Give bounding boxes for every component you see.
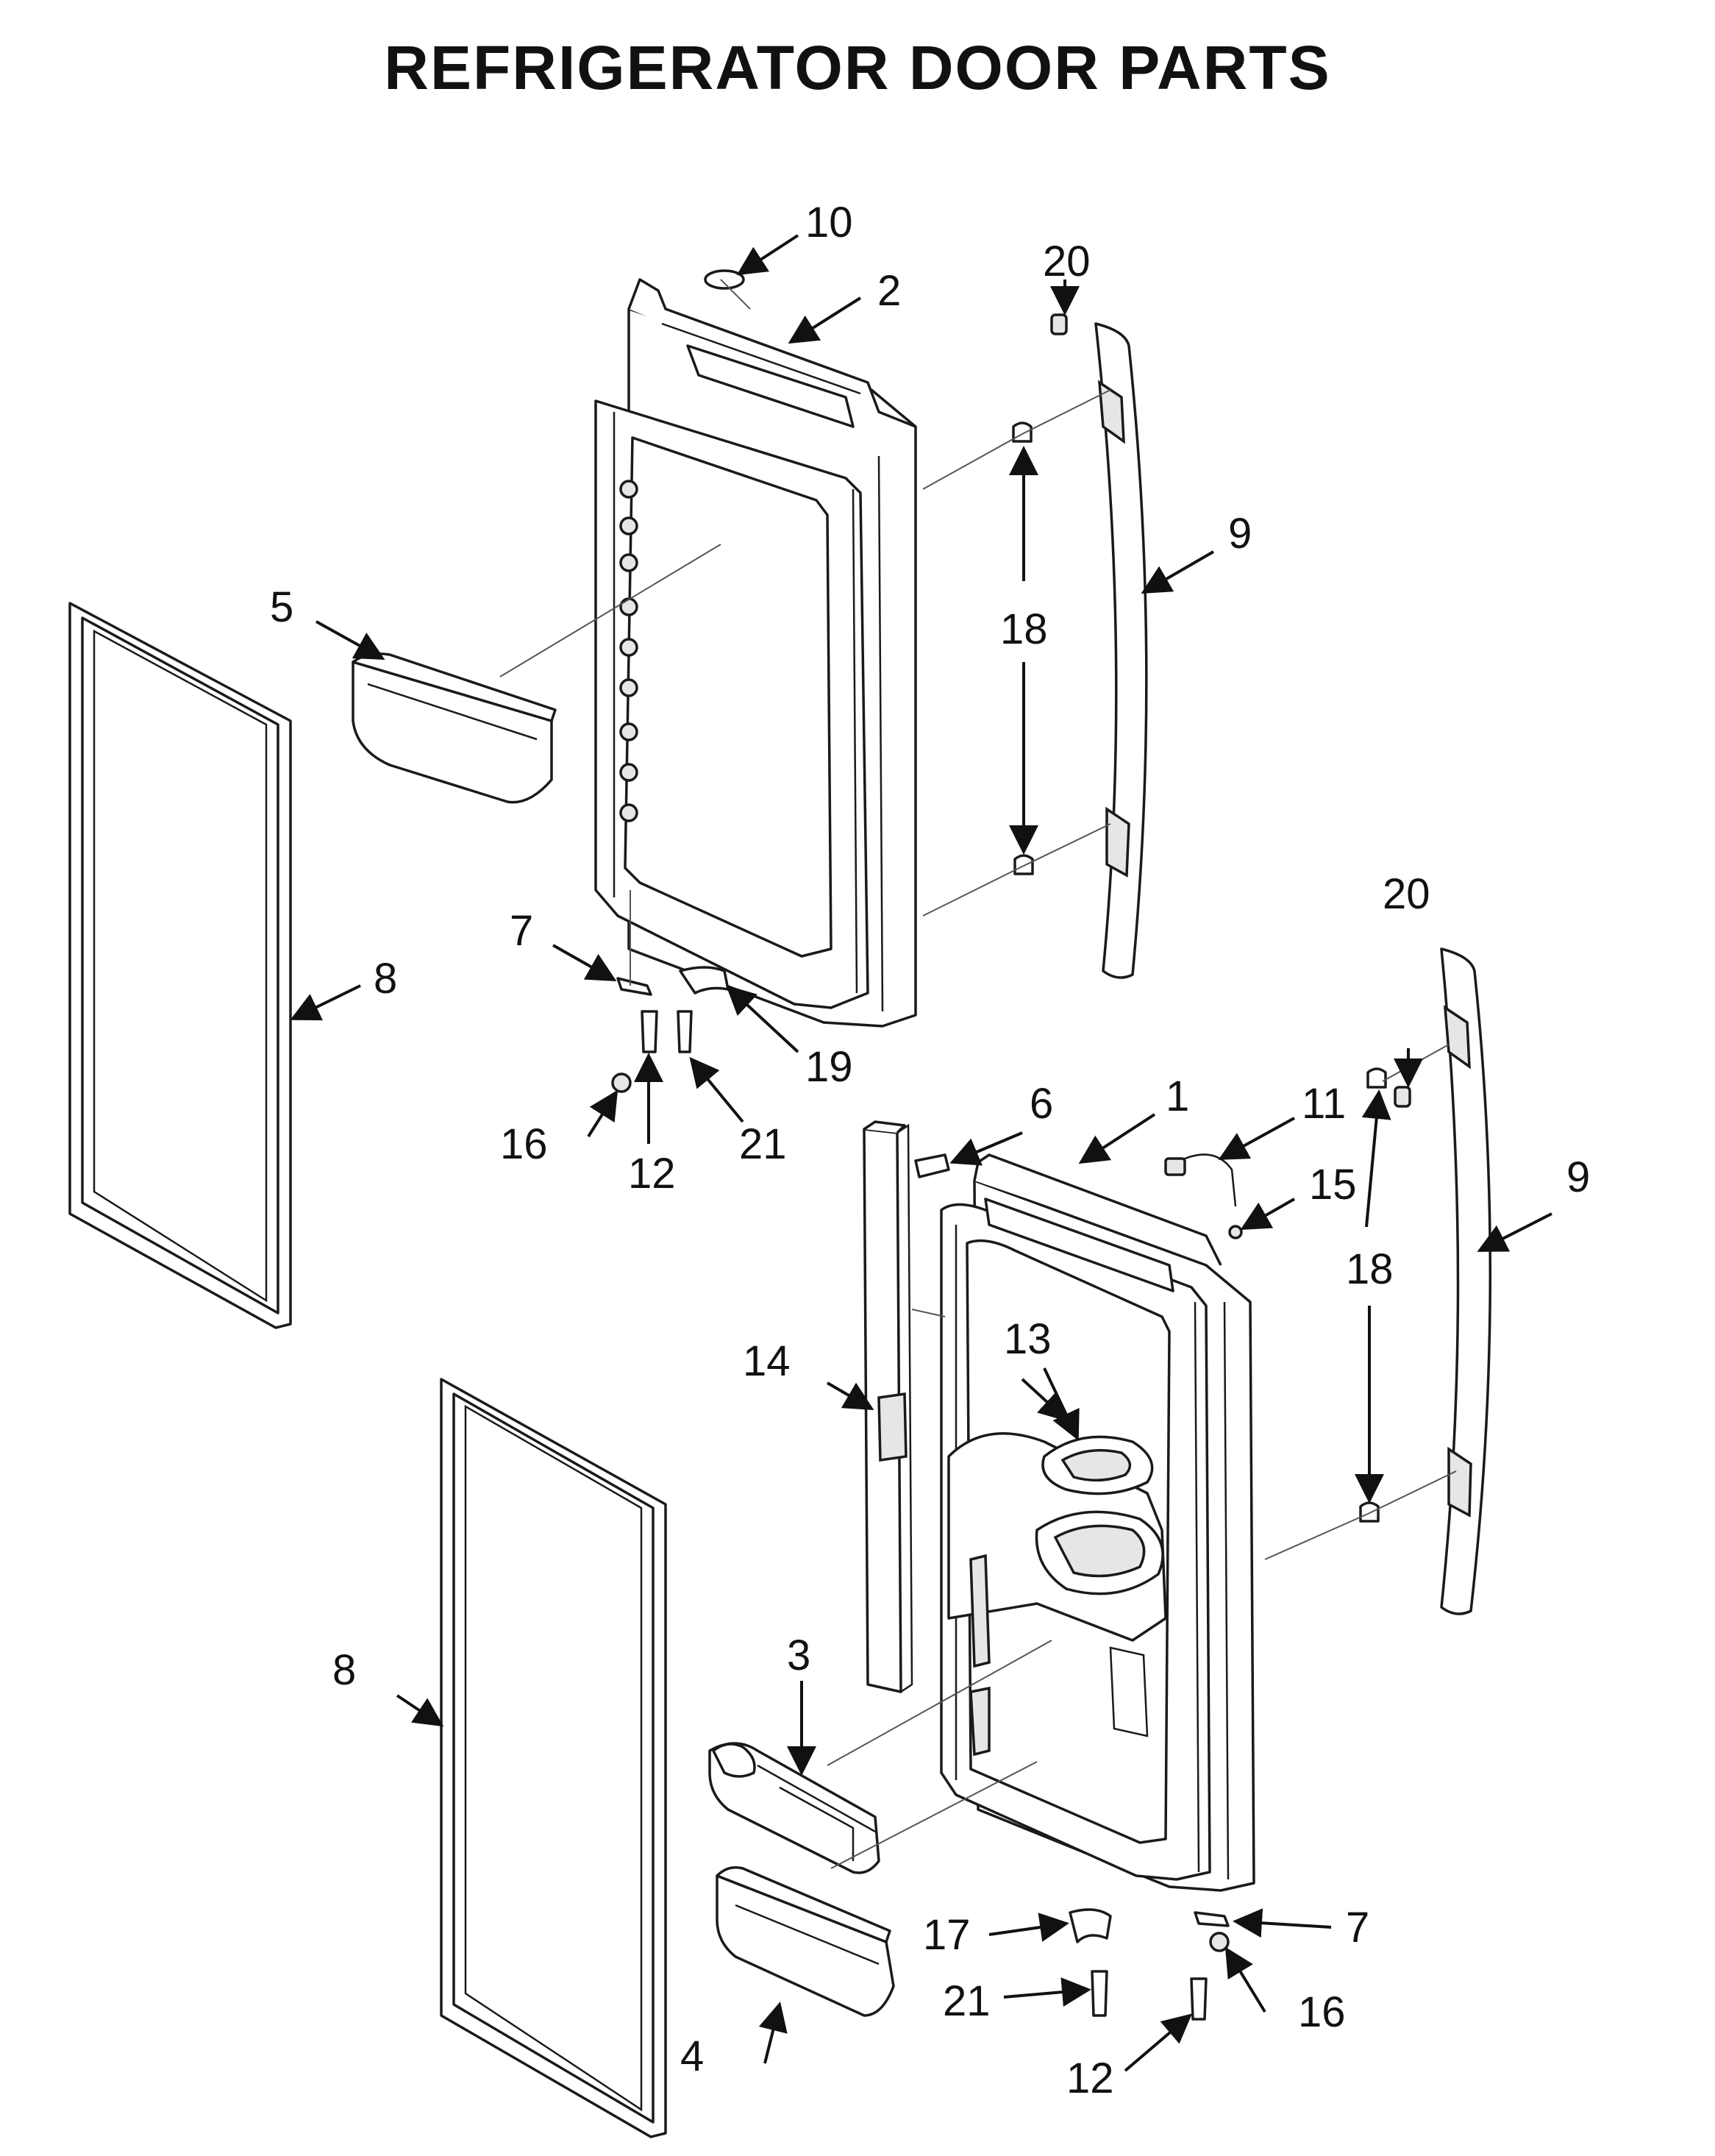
callout-8-upper: 8 xyxy=(374,955,397,1003)
callout-16-lower: 16 xyxy=(1298,1988,1346,2036)
callout-11: 11 xyxy=(1302,1080,1346,1128)
door-bin-part-3 xyxy=(708,1742,880,1874)
door-handle-part-9-upper xyxy=(1094,322,1148,979)
callout-arrows xyxy=(290,234,1552,2072)
callout-18-lower: 18 xyxy=(1346,1245,1394,1293)
callout-12-upper: 12 xyxy=(628,1150,676,1198)
door-bin-part-5 xyxy=(352,652,557,804)
callout-12-lower: 12 xyxy=(1066,2054,1114,2102)
upper-door-bin-studs xyxy=(619,480,638,822)
upper-door-part-2 xyxy=(594,278,917,1028)
callout-20-lower: 20 xyxy=(1383,870,1430,918)
callout-3: 3 xyxy=(787,1632,810,1679)
callout-18-upper: 18 xyxy=(1000,605,1048,653)
callout-17: 17 xyxy=(923,1911,971,1959)
door-bin-part-4 xyxy=(716,1866,895,2017)
callout-14: 14 xyxy=(743,1337,791,1385)
guide-lines xyxy=(499,279,1457,1869)
callout-2: 2 xyxy=(877,267,901,315)
callout-16-upper: 16 xyxy=(500,1120,548,1168)
callout-5: 5 xyxy=(270,583,293,631)
door-gasket-part-8-upper xyxy=(68,602,292,1329)
callout-10: 10 xyxy=(805,199,853,246)
mullion-part-14 xyxy=(863,1120,913,1693)
callout-19: 19 xyxy=(805,1043,853,1091)
plug-part-10 xyxy=(704,269,745,290)
door-handle-part-9-lower xyxy=(1440,947,1492,1615)
callout-7-upper: 7 xyxy=(510,907,533,955)
callout-7-lower: 7 xyxy=(1346,1904,1369,1952)
diagram-title: REFRIGERATOR DOOR PARTS xyxy=(384,33,1331,102)
callout-labels: 10 2 20 9 18 5 8 7 19 16 12 21 6 1 11 15… xyxy=(270,199,1590,2102)
callout-13: 13 xyxy=(1004,1315,1052,1363)
callout-21-upper: 21 xyxy=(739,1120,787,1168)
callout-6: 6 xyxy=(1030,1080,1053,1128)
callout-1: 1 xyxy=(1166,1072,1189,1120)
callout-8-lower: 8 xyxy=(332,1646,356,1694)
hardware-parts xyxy=(611,313,1411,2021)
dispenser-bezels-part-13 xyxy=(1035,1435,1164,1595)
callout-20-upper: 20 xyxy=(1043,238,1091,285)
door-gasket-part-8-lower xyxy=(440,1378,667,2138)
callout-15: 15 xyxy=(1309,1161,1357,1209)
callout-9-upper: 9 xyxy=(1228,510,1252,558)
callout-21-lower: 21 xyxy=(943,1977,991,2025)
callout-4: 4 xyxy=(680,2032,704,2080)
callout-9-lower: 9 xyxy=(1566,1153,1590,1201)
